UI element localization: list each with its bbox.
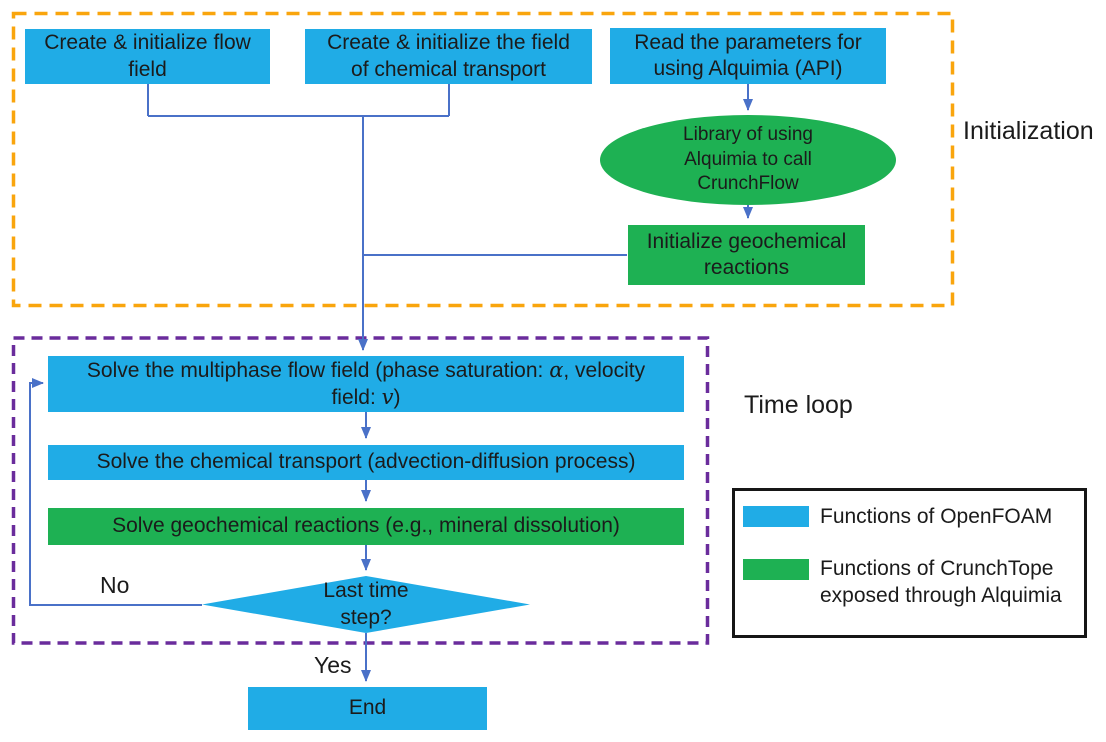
crunchtope-legend-label: Functions of CrunchTope exposed through … xyxy=(820,557,1062,608)
initialize-geochemical-box: Initialize geochemical reactions xyxy=(628,225,865,285)
solve-geochemical-reactions-label: Solve geochemical reactions (e.g., miner… xyxy=(112,514,620,538)
initialize-geochemical-label: Initialize geochemical reactions xyxy=(646,229,847,279)
library-ellipse-shape xyxy=(600,115,896,205)
solve-multiphase-flow-label: Solve the multiphase flow field (phase s… xyxy=(68,357,664,412)
solve-flow-text-1: Solve the multiphase flow field (phase s… xyxy=(86,358,550,382)
end-box: End xyxy=(248,687,487,730)
solve-flow-text-2: , velocity field: xyxy=(331,358,646,409)
solve-flow-text-3: ) xyxy=(393,386,401,409)
loop-back-arrow xyxy=(29,378,202,606)
library-ellipse-text: Library of using Alquimia to call Crunch… xyxy=(653,118,843,202)
alpha-symbol: α xyxy=(549,357,564,382)
create-chemical-transport-box: Create & initialize the field of chemica… xyxy=(305,29,592,84)
decision-label: Last time step? xyxy=(323,578,409,629)
legend-row-crunchtope: Functions of CrunchTope exposed through … xyxy=(743,555,1086,610)
library-ellipse-label: Library of using Alquimia to call Crunch… xyxy=(683,123,813,195)
create-chemical-transport-label: Create & initialize the field of chemica… xyxy=(327,31,570,81)
legend-box: Functions of OpenFOAM Functions of Crunc… xyxy=(732,488,1087,638)
flow-arrows xyxy=(29,84,753,682)
end-label: End xyxy=(348,696,387,720)
initialization-group-border xyxy=(11,11,955,308)
read-parameters-box: Read the parameters for using Alquimia (… xyxy=(610,28,886,84)
decision-yes-label: Yes xyxy=(314,652,352,678)
create-flow-field-box: Create & initialize flow field xyxy=(25,29,270,84)
initialization-section-label: Initialization xyxy=(963,117,1094,145)
time-loop-group-border xyxy=(11,336,710,645)
solve-geochemical-reactions-box: Solve geochemical reactions (e.g., miner… xyxy=(48,508,684,545)
time-loop-section-label: Time loop xyxy=(744,391,853,419)
openfoam-legend-label: Functions of OpenFOAM xyxy=(820,505,1053,528)
read-parameters-label: Read the parameters for using Alquimia (… xyxy=(634,30,862,80)
solve-chemical-transport-box: Solve the chemical transport (advection-… xyxy=(48,445,684,480)
velocity-symbol: v xyxy=(381,385,394,409)
decision-diamond-text: Last time step? xyxy=(301,578,431,630)
crunchtope-color-swatch xyxy=(743,559,809,580)
decision-diamond-shape xyxy=(202,576,530,633)
solve-multiphase-flow-box: Solve the multiphase flow field (phase s… xyxy=(48,356,684,412)
create-flow-field-label: Create & initialize flow field xyxy=(44,31,251,81)
legend-row-openfoam: Functions of OpenFOAM xyxy=(743,503,1086,530)
merge-connector-lines xyxy=(147,84,627,256)
decision-no-label: No xyxy=(100,572,130,598)
solve-chemical-transport-label: Solve the chemical transport (advection-… xyxy=(96,450,636,474)
openfoam-color-swatch xyxy=(743,506,809,528)
